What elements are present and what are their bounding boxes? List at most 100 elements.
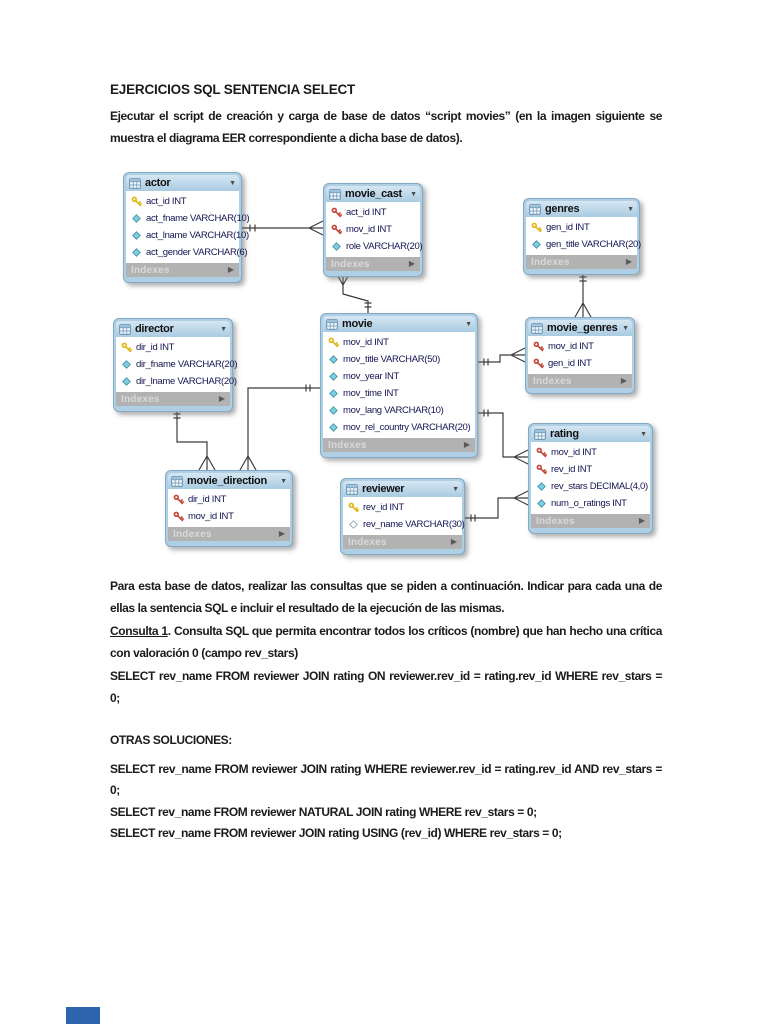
er-column-label: mov_title VARCHAR(50) [343,354,440,365]
pk-key-icon [327,337,339,348]
chevron-down-icon: ▼ [280,477,287,485]
er-table-title: rating [550,428,579,440]
er-column: mov_id INT [531,444,650,461]
fk-key-icon [532,341,544,352]
table-icon [171,475,183,487]
er-table-columns: rev_id INT rev_name VARCHAR(30) [343,497,465,535]
attr-diamond-icon [130,248,142,257]
er-column: rev_id INT [343,499,462,516]
er-table-indexes: Indexes▶ [528,374,632,388]
er-table-columns: mov_id INT mov_title VARCHAR(50) mov_year … [323,332,475,438]
er-column-label: act_id INT [146,196,187,207]
er-column: gen_id INT [526,219,637,236]
fk-key-icon [330,207,342,218]
attr-diamond-icon [327,406,339,415]
er-column-label: gen_id INT [546,222,590,233]
indexes-label: Indexes [531,256,570,268]
attr-diamond-icon [535,482,547,491]
er-column-label: act_gender VARCHAR(6) [146,247,248,258]
er-column: mov_time INT [323,385,475,402]
er-table-title: reviewer [362,483,405,495]
er-table-director: director▼ dir_id INT dir_fname VARCHAR(20)… [113,318,238,412]
er-table-header: director▼ [116,321,230,337]
er-column: mov_title VARCHAR(50) [323,351,475,368]
er-table-columns: act_id INT act_fname VARCHAR(10) act_lname… [126,191,250,263]
er-column: num_o_ratings INT [531,495,650,512]
er-column: gen_title VARCHAR(20) [526,236,641,253]
er-table-header: actor ▼ [126,175,239,191]
er-column-label: dir_id INT [136,342,175,353]
er-column-label: rev_name VARCHAR(30) [363,519,465,530]
er-column: mov_id INT [528,338,632,355]
attr-diamond-icon [327,389,339,398]
attr-diamond-icon [120,377,132,386]
indexes-label: Indexes [328,439,367,451]
er-column: mov_year INT [323,368,475,385]
attr-diamond-icon [330,242,342,251]
er-column: mov_rel_country VARCHAR(20) [323,419,475,436]
expand-right-icon: ▶ [278,529,285,538]
er-column-label: role VARCHAR(20) [346,241,423,252]
fk-key-icon [172,494,184,505]
pk-key-icon [347,502,359,513]
er-table-indexes: Indexes▶ [526,255,637,269]
indexes-label: Indexes [131,264,170,276]
expand-right-icon: ▶ [227,265,234,274]
pk-key-icon [130,196,142,207]
chevron-down-icon: ▼ [410,190,417,198]
er-table-title: actor [145,177,171,189]
er-table-indexes: Indexes▶ [116,392,230,406]
connector-movie-movie_direction [239,384,320,471]
er-table-header: movie▼ [323,316,475,332]
indexes-label: Indexes [173,528,212,540]
sql-alt-statement-3: SELECT rev_name FROM reviewer JOIN ratin… [110,826,562,840]
er-column-label: mov_id INT [548,341,594,352]
er-column-label: dir_lname VARCHAR(20) [136,376,237,387]
er-table-header: genres▼ [526,201,637,217]
indexes-label: Indexes [331,258,370,270]
er-column: mov_id INT [168,508,290,525]
connector-actor-movie_cast [242,220,324,236]
fk-key-icon [532,358,544,369]
er-column: rev_id INT [531,461,650,478]
chevron-down-icon: ▼ [622,324,629,332]
er-table-header: movie_genres ▼ [528,320,632,336]
connector-movie-movie_genres [478,347,526,366]
er-column: act_fname VARCHAR(10) [126,210,250,227]
attr-diamond-hollow-icon [347,520,359,529]
fk-key-icon [172,511,184,522]
expand-right-icon: ▶ [638,516,645,525]
er-column-label: mov_lang VARCHAR(10) [343,405,444,416]
er-table-indexes: Indexes▶ [326,257,420,271]
table-icon [529,203,541,215]
table-icon [329,188,341,200]
er-column: dir_id INT [168,491,290,508]
fk-key-icon [535,464,547,475]
er-column-label: mov_id INT [346,224,392,235]
er-column: dir_lname VARCHAR(20) [116,373,237,390]
er-table-header: rating▼ [531,426,650,442]
connector-director-movie_direction [173,406,216,471]
er-table-title: movie_cast [345,188,402,200]
otras-soluciones-label: OTRAS SOLUCIONES: [110,733,232,747]
chevron-down-icon: ▼ [229,179,236,187]
intro-paragraph: Ejecutar el script de creación y carga d… [110,109,662,145]
er-table-title: movie_genres [547,322,618,334]
er-column: dir_fname VARCHAR(20) [116,356,238,373]
er-column-label: mov_id INT [551,447,597,458]
er-column: mov_lang VARCHAR(10) [323,402,475,419]
er-column-label: mov_id INT [343,337,389,348]
er-column: act_lname VARCHAR(10) [126,227,249,244]
er-table-indexes: Indexes▶ [343,535,462,549]
expand-right-icon: ▶ [620,376,627,385]
page-title: EJERCICIOS SQL SENTENCIA SELECT [110,82,356,97]
er-column: rev_name VARCHAR(30) [343,516,465,533]
er-table-genres: genres▼ gen_id INT gen_title VARCHAR(20) In… [523,198,641,275]
er-column-label: mov_time INT [343,388,399,399]
er-column-label: act_lname VARCHAR(10) [146,230,249,241]
er-column: rev_stars DECIMAL(4,0) [531,478,650,495]
